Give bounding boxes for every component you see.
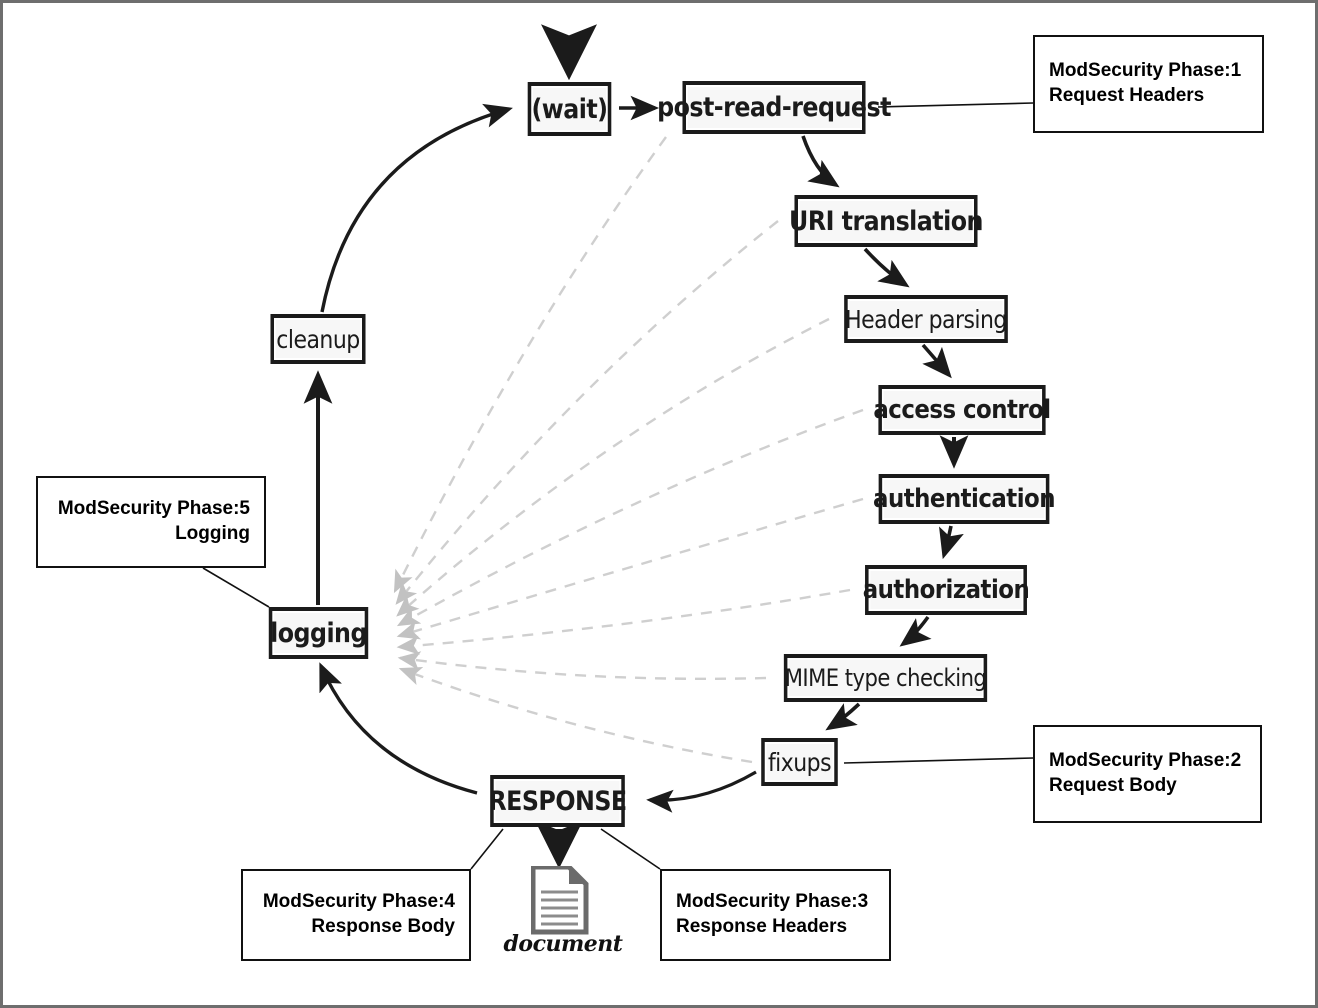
callout-phase-3: ModSecurity Phase:3 Response Headers: [660, 869, 891, 961]
leader-phase-3: [600, 828, 661, 870]
edge-cleanup-wait: [320, 103, 513, 313]
node-wait-label: (wait): [531, 93, 608, 125]
callout-phase-5-line-1: ModSecurity Phase:5: [57, 498, 250, 520]
callout-phase-4-line-1: ModSecurity Phase:4: [262, 891, 455, 913]
node-cleanup-label: cleanup: [276, 324, 360, 354]
leader-phase-4: [470, 828, 504, 870]
dashed-edge-authorization-logging: [396, 588, 851, 655]
document-caption: document: [503, 931, 623, 957]
node-authentication[interactable]: authentication: [873, 474, 1055, 524]
edge-mime-type-checking-fixups: [825, 702, 861, 731]
edge-fixups-response: [646, 770, 757, 813]
node-response-label: RESPONSE: [488, 785, 627, 817]
node-logging[interactable]: logging: [268, 607, 369, 659]
callout-phase-3-line-2: Response Headers: [676, 916, 848, 937]
node-logging-label: logging: [270, 617, 367, 649]
edge-uri-translation-header-parsing: [863, 247, 910, 288]
leader-phase-1: [877, 102, 1034, 108]
node-wait[interactable]: (wait): [527, 82, 612, 136]
callout-phase-4: ModSecurity Phase:4 Response Body: [241, 869, 471, 961]
node-header-parsing[interactable]: Header parsing: [844, 295, 1008, 343]
dashed-edge-authentication-logging: [396, 497, 864, 640]
dashed-edge-access-control-logging: [396, 408, 864, 627]
node-fixups[interactable]: fixups: [761, 738, 838, 786]
dashed-edge-header-parsing-logging: [396, 317, 830, 617]
node-cleanup[interactable]: cleanup: [270, 314, 366, 364]
callout-phase-5-line-2: Logging: [175, 523, 250, 544]
leader-phase-2: [843, 757, 1034, 764]
node-uri-translation[interactable]: URI translation: [789, 195, 983, 247]
node-access-control[interactable]: access control: [873, 385, 1051, 435]
dashed-edge-post-read-request-logging: [393, 136, 667, 594]
callout-phase-2-line-2: Request Body: [1049, 775, 1177, 796]
edge-authentication-authorization: [939, 525, 964, 560]
node-post-read-request[interactable]: post-read-request: [657, 81, 891, 134]
callout-phase-2-line-1: ModSecurity Phase:2: [1049, 750, 1242, 772]
node-uri-translation-label: URI translation: [789, 205, 983, 237]
edge-header-parsing-access-control: [921, 343, 952, 379]
node-mime-type-checking[interactable]: MIME type checking: [783, 654, 988, 702]
node-post-read-request-label: post-read-request: [657, 92, 891, 123]
node-authorization-label: authorization: [862, 575, 1030, 605]
node-authentication-label: authentication: [873, 484, 1055, 514]
leader-phase-5: [202, 567, 270, 608]
edge-post-read-request-uri-translation: [801, 135, 840, 188]
document-icon: [531, 866, 589, 935]
callout-phase-1-line-1: ModSecurity Phase:1: [1049, 60, 1242, 82]
callout-phase-1: ModSecurity Phase:1 Request Headers: [1033, 35, 1264, 133]
callout-phase-4-line-2: Response Body: [311, 916, 455, 937]
edge-response-logging: [319, 662, 478, 795]
node-mime-type-checking-label: MIME type checking: [784, 664, 987, 692]
node-fixups-label: fixups: [767, 747, 832, 777]
solid-edges: [303, 24, 969, 869]
callout-phase-3-line-1: ModSecurity Phase:3: [676, 891, 869, 913]
callout-phase-5: ModSecurity Phase:5 Logging: [36, 476, 266, 568]
callout-phase-2: ModSecurity Phase:2 Request Body: [1033, 725, 1262, 823]
node-access-control-label: access control: [873, 395, 1051, 425]
dashed-edge-uri-translation-logging: [395, 220, 779, 605]
node-header-parsing-label: Header parsing: [845, 304, 1007, 334]
node-authorization[interactable]: authorization: [862, 565, 1030, 615]
node-response[interactable]: RESPONSE: [488, 775, 627, 827]
edge-authorization-mime-type-checking: [899, 615, 932, 647]
callout-phase-1-line-2: Request Headers: [1049, 85, 1205, 106]
dashed-edge-mime-type-checking-logging: [397, 651, 767, 681]
dashed-edge-fixups-logging: [398, 667, 753, 764]
